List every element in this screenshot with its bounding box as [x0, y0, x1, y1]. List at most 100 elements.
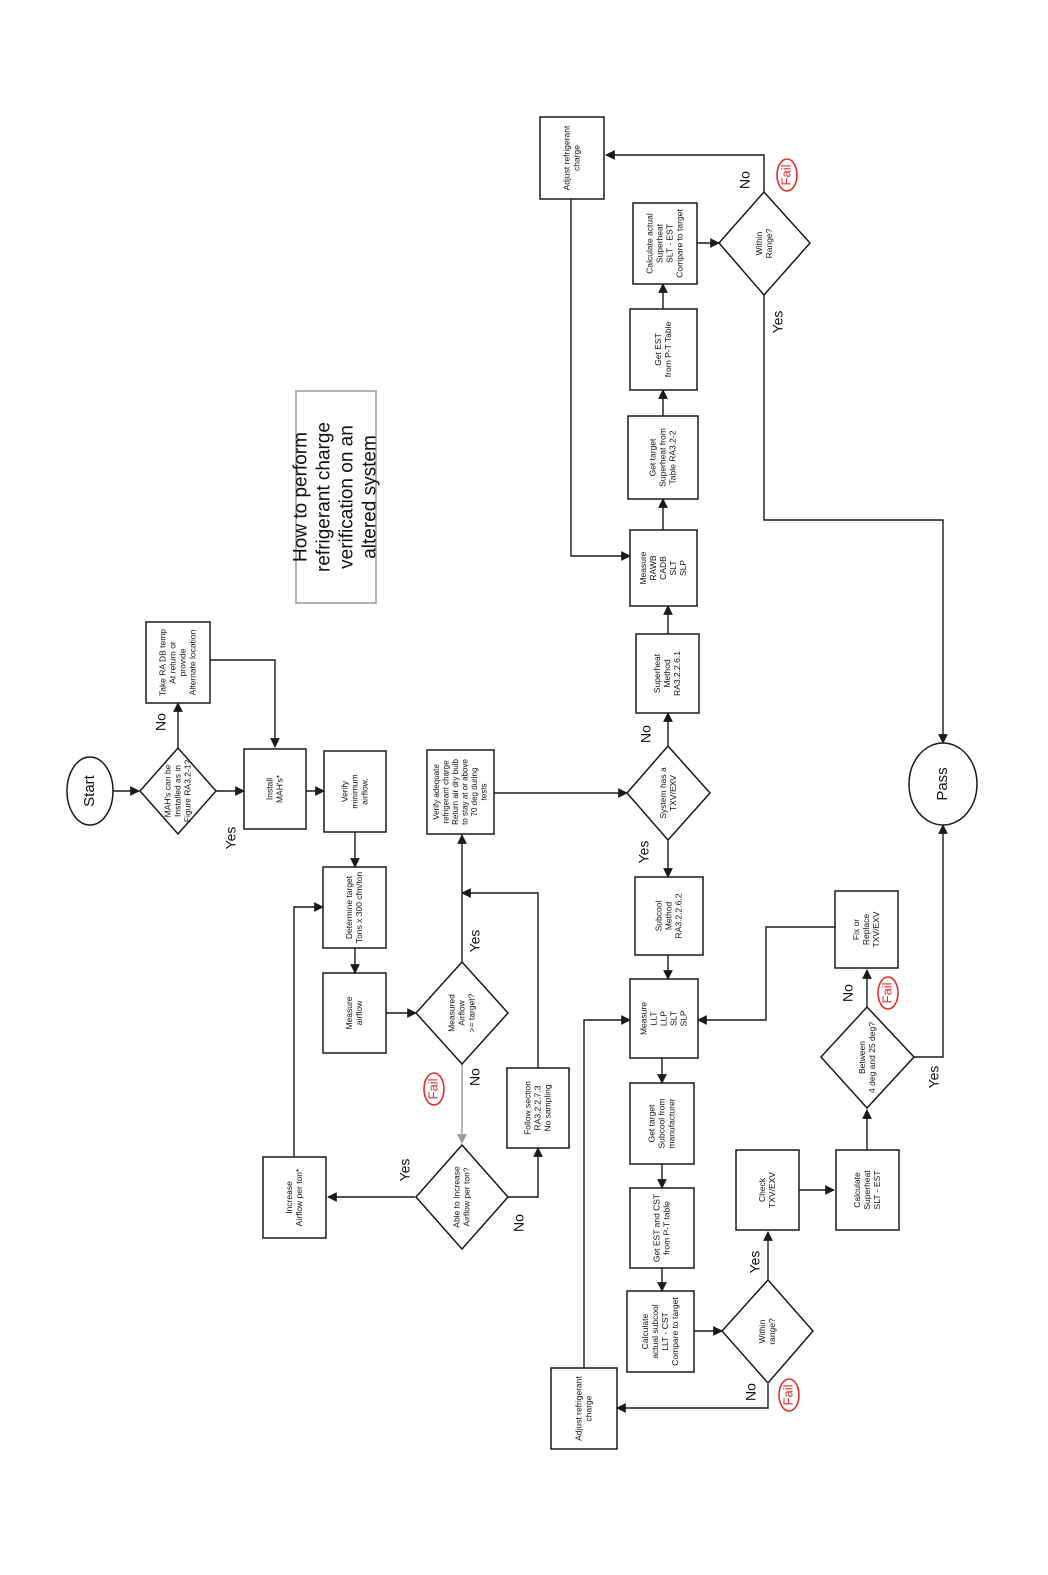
txv-decision-text-line-2: TXV/EXV: [668, 775, 678, 811]
check-txv-box-text-line-2: TXV/EXV: [767, 1172, 777, 1208]
determine-target-box-text-line-2: Tons x 300 cfm/ton: [354, 872, 364, 944]
calc-superheat-subcool-box-text-line-1: Calculate: [852, 1172, 862, 1208]
target-subcool-box-text-line-2: Subcool from: [656, 1098, 666, 1148]
target-superheat-box-text-line-1: Get target: [647, 438, 657, 476]
measure-airflow-box-text-line-1: Measure: [344, 996, 354, 1029]
check-txv-box-text-line-1: Check: [757, 1177, 767, 1202]
measure-llt-box-text-line-3: LLP: [658, 1011, 668, 1026]
title-text-line-3: verification on an: [337, 425, 358, 569]
txv-decision-text-line-1: System has a: [658, 767, 668, 819]
edge-able-increase-no: [508, 1147, 543, 1198]
calc-superheat-box-text-line-2: Superheat: [654, 223, 664, 263]
fail-badge-within-top: Fail: [776, 158, 798, 192]
airflow-target-decision-text-line-2: Airflow: [456, 999, 466, 1025]
follow-section-box-text-line-1: Follow section: [522, 1081, 532, 1135]
label-yes-mah: Yes: [223, 827, 239, 850]
adjust-charge-bottom-box-text-line-2: charge: [583, 1395, 593, 1421]
measure-rawb-box-text-line-5: SLP: [678, 560, 688, 576]
within-range-bottom-decision-text-line-2: range?: [767, 1318, 777, 1345]
within-range-bottom-decision-text-line-1: Within: [757, 1319, 767, 1343]
measure-rawb-box-text-line-1: Measure: [638, 551, 648, 584]
fix-replace-txv-box-text-line-2: Replace: [861, 914, 871, 945]
measure-rawb-box-text-line-3: CADB: [658, 556, 668, 580]
adjust-charge-bottom-box-text-line-1: Adjust refrigerant: [573, 1376, 583, 1441]
take-ra-db-temp-box-text-line-1: Take RA DB temp: [157, 629, 167, 696]
airflow-target-decision-text-line-3: >= target?: [466, 993, 476, 1032]
between-4-25-decision-text-line-2: 4 deg and 25 deg?: [867, 1022, 877, 1093]
verify-min-airflow-box-text-line-1: Verify: [339, 780, 349, 802]
install-mahs-box-text-line-2: MAH's*: [274, 774, 284, 803]
title-text-line-2: refrigerant charge: [314, 422, 335, 572]
calc-superheat-box-text-line-1: Calculate actual: [644, 213, 654, 274]
calc-superheat-box-text-line-3: SLT - EST: [664, 224, 674, 263]
take-ra-db-temp-box-text-line-3: provide: [177, 648, 187, 676]
follow-section-box-text-line-3: No sampling: [542, 1084, 552, 1132]
subcool-method-box-text-line-3: RA3.2.2.6.2: [673, 893, 683, 938]
label-yes-txv: Yes: [636, 841, 652, 864]
measure-llt-box-text-line-4: SLT: [668, 1011, 678, 1026]
edge-adjust-top-to-measure: [570, 199, 631, 561]
fail-badge-between: Fail: [877, 976, 899, 1010]
edge-fix-to-measure: [697, 926, 835, 1025]
get-est-box-text-line-2: from P-T Table: [663, 322, 673, 378]
label-no-within-bottom: No: [743, 1383, 759, 1401]
label-yes-between: Yes: [926, 1066, 942, 1089]
title-text-line-4: altered system: [360, 435, 381, 559]
target-subcool-box-text-line-3: manufacturer: [666, 1098, 676, 1148]
measure-rawb-box-text-line-2: RAWB: [648, 555, 658, 581]
edge-adjust-bottom-to-measure: [583, 1015, 631, 1368]
label-no-airflow: No: [467, 1068, 483, 1086]
superheat-method-box-text-line-2: Method: [662, 659, 672, 688]
pass-terminal: Pass: [908, 742, 978, 826]
get-est-box-text-line-1: Get EST: [653, 333, 663, 366]
svg-text:Fail: Fail: [425, 1078, 440, 1099]
verify-charge-box-text-line-6: tests: [479, 784, 488, 801]
measure-rawb-box-text-line-4: SLT: [668, 561, 678, 576]
edge-within-top-no: [605, 150, 765, 192]
install-mahs-box-text-line-1: Install: [264, 778, 274, 800]
title-text-line-1: How to perform: [291, 432, 312, 562]
label-no-between: No: [840, 984, 856, 1002]
within-range-top-decision-text-line-2: Range?: [764, 228, 774, 258]
target-superheat-box-text-line-2: Superheat from: [657, 428, 667, 487]
target-superheat-box-text-line-3: Table RA3.2-2: [667, 430, 677, 484]
calc-superheat-subcool-box-text-line-2: Superheat: [862, 1170, 872, 1210]
edge-increase-to-determine: [293, 902, 324, 1157]
calc-superheat-subcool-box-text-line-3: SLT - EST: [872, 1171, 882, 1210]
superheat-method-box-text-line-3: RA3.2.2.6.1: [672, 651, 682, 696]
between-4-25-decision-text-line-1: Between: [857, 1041, 867, 1074]
measure-llt-box-text-line-1: Measure: [638, 1002, 648, 1035]
get-est-cst-box-text-line-2: from P-T table: [661, 1201, 671, 1255]
measure-llt-box-text-line-2: LLT: [648, 1011, 658, 1025]
mah-installable-decision-text-line-2: Installed as in: [172, 765, 182, 817]
pass-terminal-text-line-1: Pass: [934, 767, 951, 800]
label-yes-airflow: Yes: [467, 930, 483, 953]
measure-airflow-box-text-line-2: airflow: [354, 1000, 364, 1025]
within-range-top-decision-text-line-1: Within: [754, 231, 764, 255]
adjust-charge-top-box-text-line-2: charge: [571, 145, 581, 171]
adjust-charge-top-box-text-line-1: Adjust refrigerant: [561, 125, 571, 190]
label-no-within-top: No: [737, 171, 753, 189]
verify-charge-box-text-line-3: Return air dry bulb: [451, 759, 460, 825]
edge-labels: Yes No Yes No Yes No No Yes No Yes Yes N…: [153, 171, 942, 1401]
fix-replace-txv-box-text-line-3: TXV/EXV: [871, 911, 881, 947]
label-no-mah: No: [153, 713, 169, 731]
